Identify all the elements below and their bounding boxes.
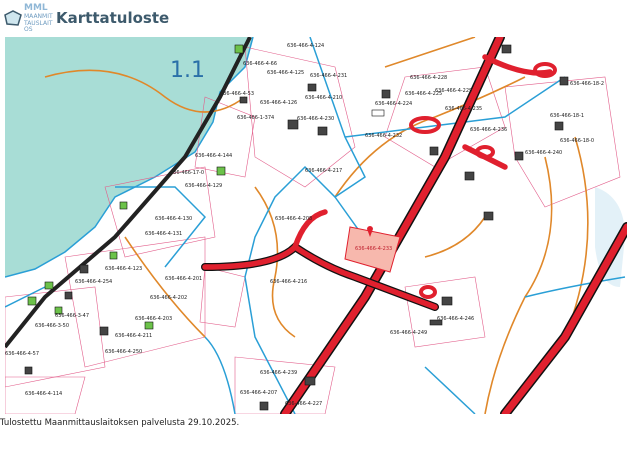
map-canvas[interactable]: 1.1	[5, 37, 627, 414]
parcel-label: 636-466-4-216	[270, 279, 307, 285]
green-buildings	[27, 44, 244, 330]
parcel-label: 636-466-4-201	[165, 276, 202, 282]
selected-parcel	[344, 226, 401, 273]
parcel-label: 636-466-4-230	[297, 116, 334, 122]
parcel-label: 636-466-4-246	[437, 316, 474, 322]
map-view[interactable]: 1.1	[5, 37, 627, 414]
parcel-label: 636-466-4-225	[405, 91, 442, 97]
parcel-label: 636-466-4-229	[435, 88, 472, 94]
location-pin-icon[interactable]	[367, 226, 373, 237]
parcel-label: 636-466-4-224	[375, 101, 412, 107]
parcel-label: 636-466-4-53	[220, 91, 254, 97]
lake	[5, 37, 253, 277]
parcel-label: 636-466-18-1	[550, 113, 584, 119]
parcel-label: 636-466-4-239	[260, 370, 297, 376]
selected-parcel-label: 636-466-4-233	[355, 246, 392, 252]
parcel-label: 636-466-4-130	[155, 216, 192, 222]
parcel-label: 636-466-4-254	[75, 279, 112, 285]
parcel-label: 636-466-4-228	[410, 75, 447, 81]
parcel-label: 636-466-4-210	[305, 95, 342, 101]
parcel-label: 636-466-4-231	[310, 73, 347, 79]
buildings	[24, 44, 569, 411]
roads	[201, 37, 627, 414]
parcel-label: 636-466-4-235	[445, 106, 482, 112]
parcel-label: 636-466-4-124	[287, 43, 324, 49]
parcel-label: 636-466-4-144	[195, 153, 232, 159]
print-footer: Tulostettu Maanmittauslaitoksen palvelus…	[0, 418, 240, 428]
parcel-label: 636-466-3-50	[35, 323, 69, 329]
parcel-label: 636-466-4-66	[243, 61, 277, 67]
mml-logo: MML MAANMITTAUSLAITOS	[4, 4, 54, 34]
parcel-label: 636-466-1-374	[237, 115, 274, 121]
parcel-label: 636-466-17-0	[170, 170, 204, 176]
mml-logo-icon	[4, 10, 22, 26]
parcel-label: 636-466-4-126	[260, 100, 297, 106]
parcel-label: 636-466-4-131	[145, 231, 182, 237]
parcel-label: 636-466-4-232	[365, 133, 402, 139]
parcel-label: 636-466-4-236	[470, 127, 507, 133]
parcel-label: 636-466-4-203	[135, 316, 172, 322]
parcel-label: 636-466-4-240	[525, 150, 562, 156]
parcel-label: 636-466-18-2	[570, 81, 604, 87]
parcel-label: 636-466-4-125	[267, 70, 304, 76]
page-title: Karttatuloste	[56, 9, 170, 27]
parcel-label: 636-466-4-207	[240, 390, 277, 396]
parcel-label: 636-466-3-47	[55, 313, 89, 319]
header: MML MAANMITTAUSLAITOS Karttatuloste	[0, 0, 640, 36]
parcel-label: 636-466-4-202	[150, 295, 187, 301]
parcel-label: 636-466-4-217	[305, 168, 342, 174]
parcel-label: 636-466-4-227	[285, 401, 322, 407]
parcel-label: 636-466-4-129	[185, 183, 222, 189]
parcel-labels: 636-466-4-124 636-466-4-66 636-466-4-53 …	[5, 43, 604, 407]
parcel-label: 636-466-4-114	[25, 391, 62, 397]
railway	[5, 37, 252, 349]
parcel-label: 636-466-18-0	[560, 138, 594, 144]
parcel-label: 636-466-4-123	[105, 266, 142, 272]
parcel-label: 636-466-4-57	[5, 351, 39, 357]
logo-subtext: MAANMITTAUSLAITOS	[24, 13, 53, 33]
parcel-label: 636-466-4-250	[105, 349, 142, 355]
parcel-label: 636-466-4-249	[390, 330, 427, 336]
parcel-label: 636-466-4-208	[275, 216, 312, 222]
parcel-label: 636-466-4-211	[115, 333, 152, 339]
area-label: 1.1	[170, 58, 205, 83]
logo-text: MML	[24, 3, 48, 13]
